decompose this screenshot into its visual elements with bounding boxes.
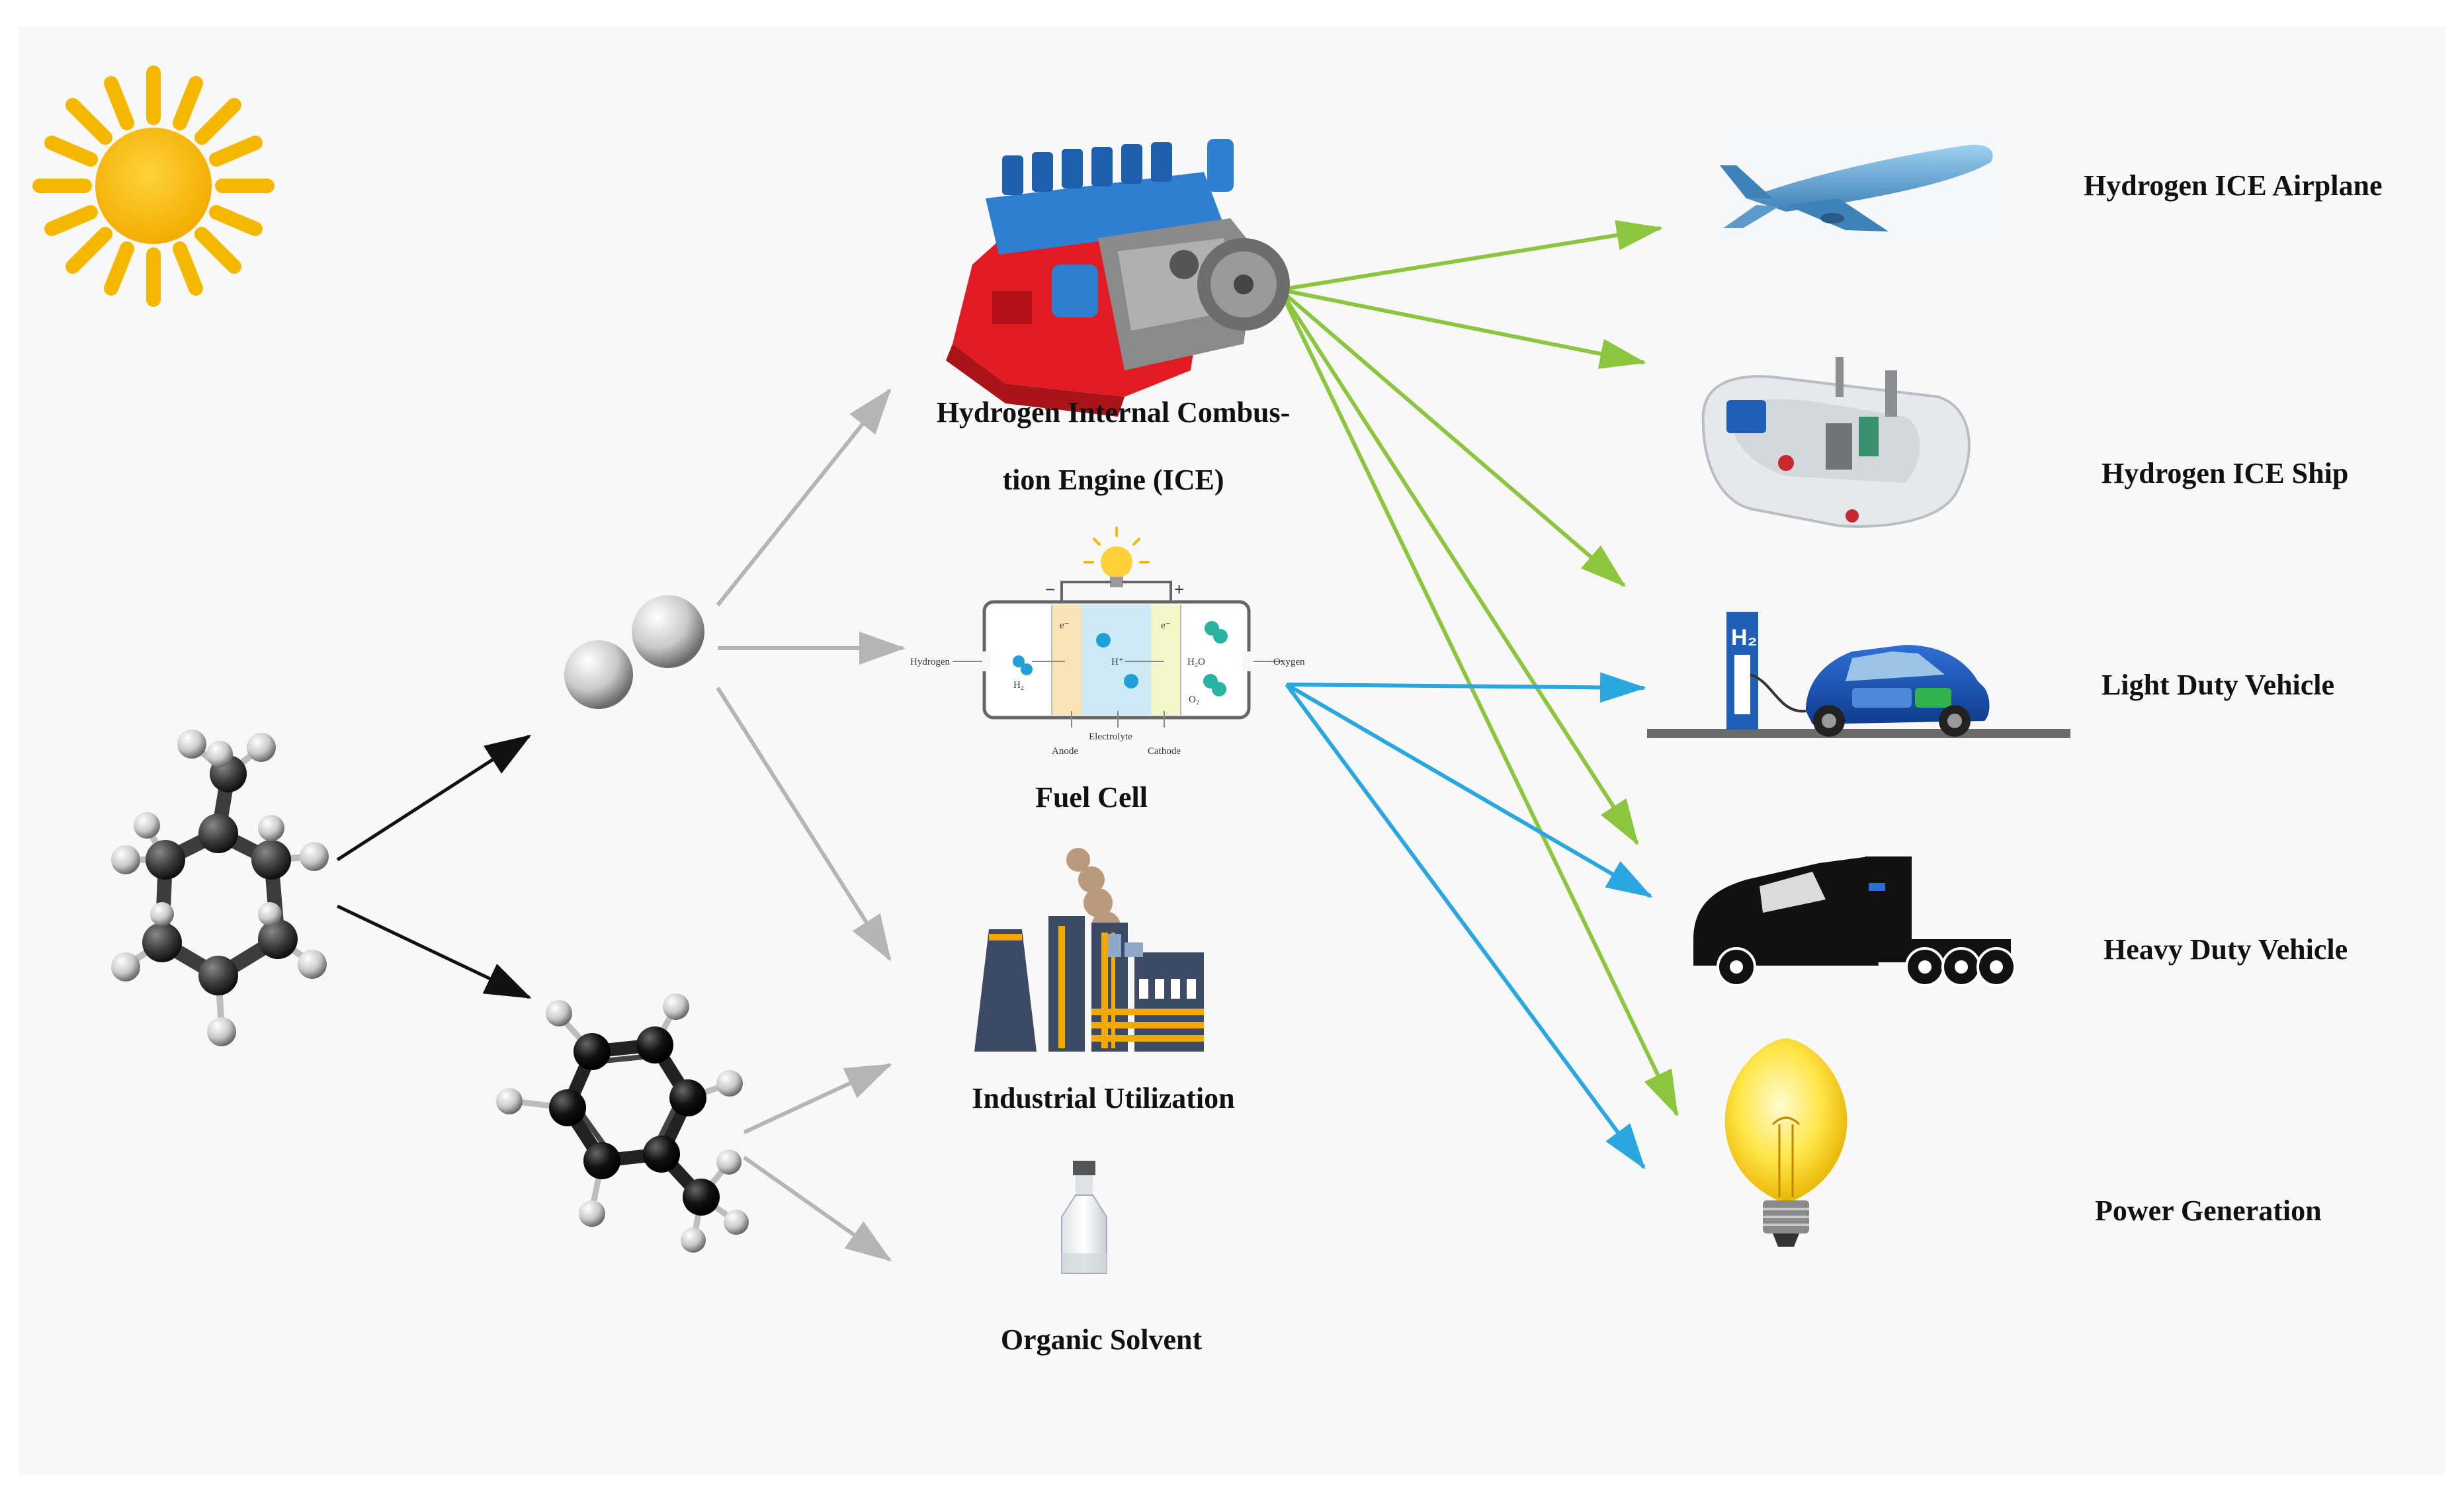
ship-icon [1701, 357, 1971, 528]
fc-h2o-label: H₂O [1187, 657, 1205, 667]
sun-icon [32, 65, 275, 307]
arrow-mch-to-toluene [336, 904, 532, 999]
heavy-duty-vehicle-icon [1693, 856, 2016, 987]
fuel-cell-bulb-icon [1083, 526, 1150, 587]
arrow-ice-to-light-duty [1279, 288, 1627, 587]
toluene-molecule-icon [496, 993, 749, 1253]
ice-label-line1: Hydrogen Internal Combus- [936, 396, 1291, 429]
arrow-mch-to-h2 [336, 734, 532, 862]
black-arrows [336, 734, 532, 999]
ground-line [1647, 729, 2070, 738]
arrow-h2-to-industrial [716, 687, 892, 962]
green-arrows [1278, 220, 1679, 1117]
light-duty-vehicle-label: Light Duty Vehicle [2102, 669, 2335, 701]
power-generation-label: Power Generation [2095, 1194, 2322, 1227]
arrow-fc-to-heavy-duty [1285, 683, 1653, 898]
fuel-cell-label: Fuel Cell [1035, 781, 1148, 814]
fuel-cell-diagram: Hydrogen Oxygen H₂ O₂ H₂O H⁺ e⁻ e⁻ − + A… [910, 526, 1305, 757]
airplane-icon [1717, 129, 1998, 245]
fc-electron-left-label: e⁻ [1060, 620, 1070, 631]
organic-solvent-label: Organic Solvent [1000, 1323, 1203, 1356]
engine-icon [946, 139, 1290, 417]
fc-hydrogen-label: Hydrogen [910, 657, 950, 667]
heavy-duty-vehicle-label: Heavy Duty Vehicle [2103, 933, 2348, 966]
arrow-ice-to-ship [1279, 288, 1646, 369]
arrow-ice-to-power [1278, 288, 1679, 1117]
station-h2-label: H₂ [1731, 625, 1758, 650]
airplane-label: Hydrogen ICE Airplane [2084, 169, 2383, 202]
fc-electron-right-label: e⁻ [1161, 620, 1171, 631]
methylcyclohexane-molecule-icon [111, 730, 329, 1046]
factory-icon [974, 848, 1204, 1052]
fc-cathode-label: Cathode [1148, 746, 1181, 757]
arrow-toluene-to-solvent [743, 1155, 892, 1262]
ship-label: Hydrogen ICE Ship [2102, 457, 2349, 489]
fc-anode-label: Anode [1052, 746, 1078, 757]
arrow-ice-to-heavy-duty [1278, 288, 1639, 846]
fc-o2-label: O₂ [1189, 694, 1199, 705]
light-duty-vehicle-icon: H₂ [1647, 612, 2070, 738]
gray-arrows [716, 388, 906, 1262]
industrial-utilization-label: Industrial Utilization [972, 1082, 1235, 1114]
hydrogen-molecule-icon [564, 595, 704, 709]
fc-oxygen-label: Oxygen [1273, 657, 1305, 667]
ice-label-line2: tion Engine (ICE) [1002, 464, 1224, 496]
arrow-fc-to-power [1285, 683, 1646, 1170]
fc-plus-label: + [1174, 579, 1184, 599]
arrow-fc-to-light-duty [1286, 672, 1646, 703]
blue-arrows [1285, 672, 1653, 1170]
fc-minus-label: − [1045, 579, 1055, 599]
fc-h-plus-label: H⁺ [1111, 657, 1124, 667]
arrow-ice-to-airplane [1279, 220, 1663, 292]
fc-h2-label: H₂ [1013, 680, 1024, 690]
arrow-h2-to-ice [716, 388, 892, 606]
fc-electrolyte-label: Electrolyte [1089, 731, 1132, 742]
arrow-toluene-to-industrial [743, 1063, 892, 1134]
solvent-bottle-icon [1061, 1161, 1107, 1274]
light-bulb-icon [1724, 1038, 1848, 1247]
